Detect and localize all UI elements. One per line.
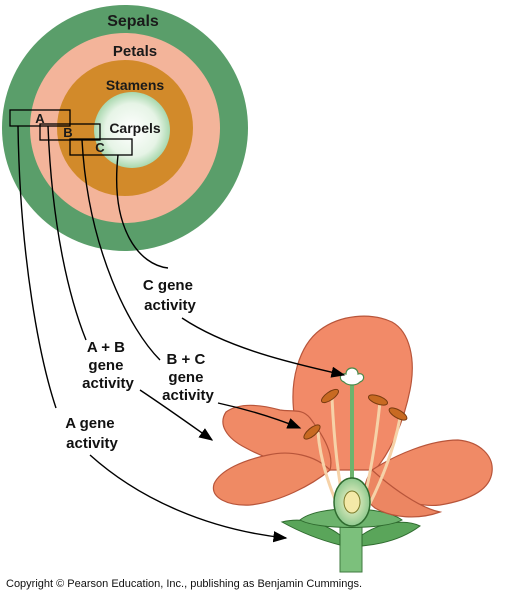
bc-gene-activity-label: B + C gene activity <box>162 351 214 404</box>
anther-3 <box>368 394 388 406</box>
a-activity-arrow <box>89 454 288 543</box>
bc-gene-line-1: B + C <box>167 351 206 368</box>
c-gene-connector <box>116 154 169 269</box>
a-gene-activity-label: A gene activity <box>65 415 119 452</box>
c-gene-box <box>69 138 133 156</box>
copyright-notice: Copyright © Pearson Education, Inc., pub… <box>6 578 363 590</box>
ovule <box>343 490 361 514</box>
a-gene-connector <box>17 125 57 409</box>
bc-activity-arrow <box>217 402 302 429</box>
c-box-label: C <box>95 140 105 155</box>
anther-1 <box>303 424 321 440</box>
b-box-label: B <box>63 125 72 140</box>
lower-left-petal <box>212 452 331 506</box>
c-gene-line-1: C gene <box>143 277 193 294</box>
stamens-label: Stamens <box>106 77 165 93</box>
ab-gene-activity-label: A + B gene activity <box>82 339 134 392</box>
anther-4 <box>388 407 408 421</box>
whorl-diagram: Sepals Petals Stamens Carpels A B C <box>2 5 248 251</box>
carpels-core <box>94 92 170 168</box>
a-box-label: A <box>35 111 45 126</box>
bc-gene-line-3: activity <box>162 387 214 404</box>
anther-2 <box>320 388 340 404</box>
c-gene-line-2: activity <box>144 297 196 314</box>
c-gene-activity-label: C gene activity <box>143 277 197 314</box>
flower-illustration <box>212 315 493 573</box>
bc-gene-connector <box>81 139 161 361</box>
sepals-label: Sepals <box>107 13 159 30</box>
a-gene-line-1: A gene <box>65 415 114 432</box>
ab-gene-line-1: A + B <box>87 339 125 356</box>
c-activity-arrow <box>181 317 346 378</box>
carpels-label: Carpels <box>109 120 161 136</box>
bc-gene-line-2: gene <box>168 369 203 386</box>
a-gene-line-2: activity <box>66 435 118 452</box>
connector-arrows <box>17 125 346 543</box>
ab-gene-line-2: gene <box>88 357 123 374</box>
petals-label: Petals <box>113 43 157 60</box>
ab-gene-line-3: activity <box>82 375 134 392</box>
ab-activity-arrow <box>139 389 214 441</box>
carpel-stigma <box>339 367 365 386</box>
ab-gene-connector <box>47 125 87 341</box>
